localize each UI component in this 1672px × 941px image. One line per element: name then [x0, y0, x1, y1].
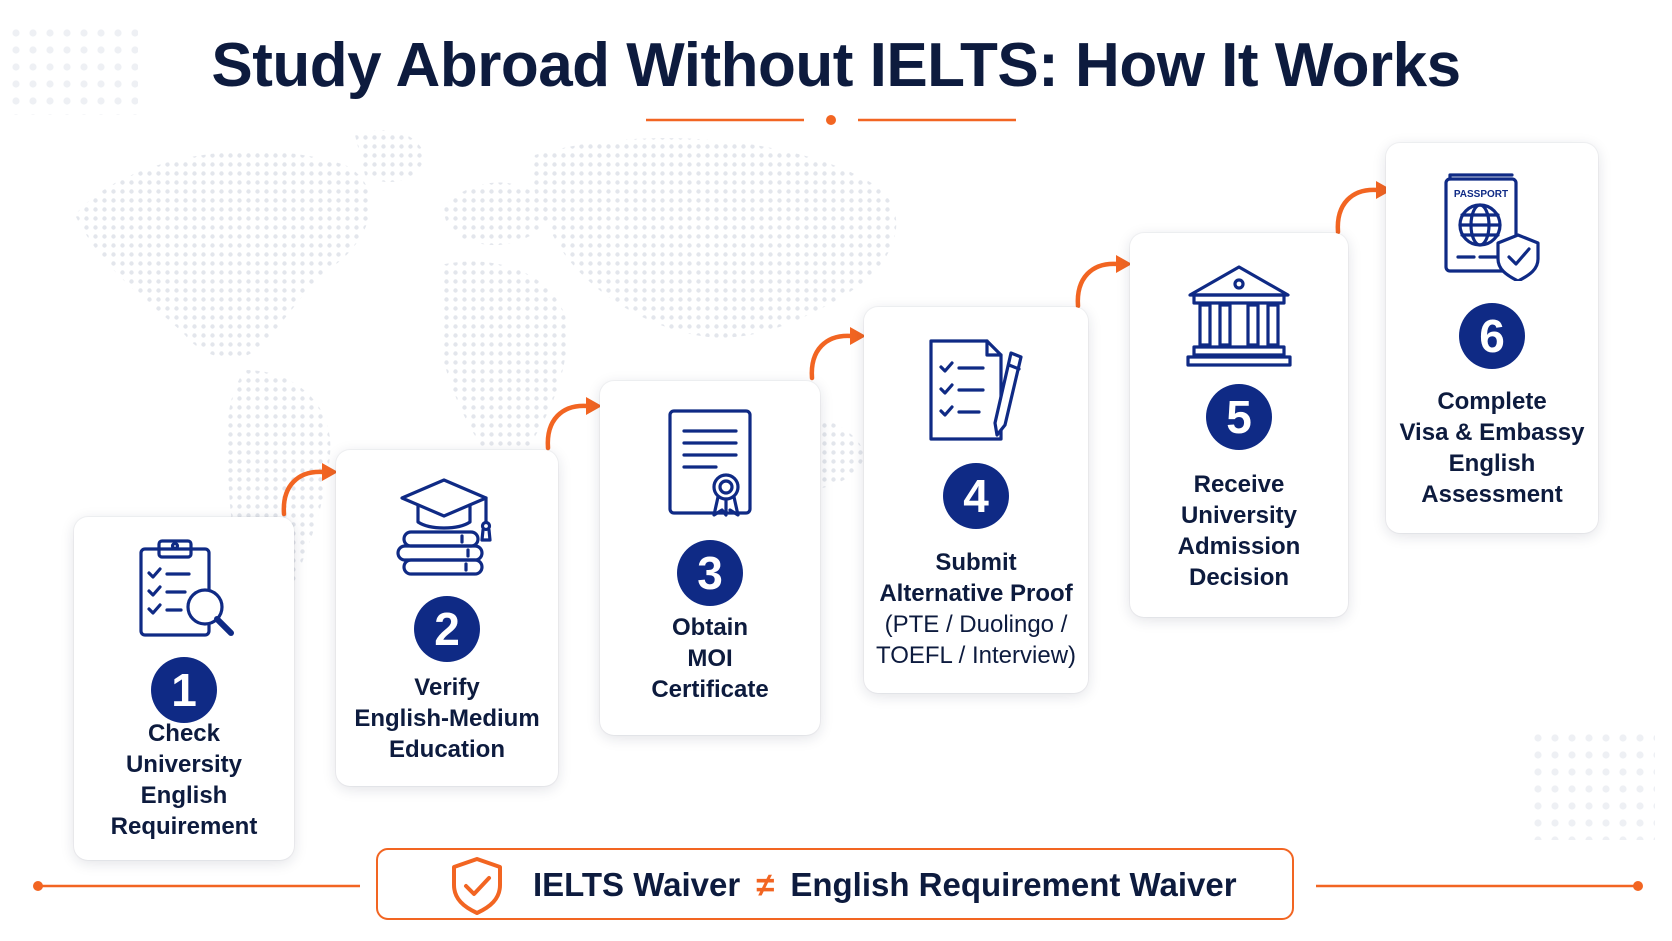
footer-divider-right	[1316, 881, 1643, 891]
step-label: Check University English Requirement	[110, 720, 258, 840]
step-arrow	[281, 463, 338, 517]
checklist-pen-icon	[929, 339, 1023, 441]
certificate-icon	[668, 409, 752, 517]
title-divider	[646, 115, 1016, 125]
step-card-4: 4 Submit Alternative Proof (PTE / Duolin…	[864, 307, 1088, 693]
passport-label: PASSPORT	[1454, 189, 1508, 200]
step-label: Receive University Admission Decision	[1177, 471, 1301, 591]
step-card-6: PASSPORT 6 Complete Visa & Embassy Engli…	[1386, 143, 1598, 533]
step-number-badge: 3	[677, 540, 743, 606]
step-number-badge: 1	[151, 657, 217, 723]
university-building-icon	[1186, 265, 1292, 367]
clipboard-search-icon	[139, 539, 234, 637]
step-number-badge: 2	[414, 596, 480, 662]
step-card-1: 1 Check University English Requirement	[74, 517, 294, 860]
step-card-2: 2 Verify English-Medium Education	[336, 450, 558, 786]
footer-divider-left	[33, 881, 360, 891]
dot-grid-decoration	[8, 25, 138, 115]
step-arrow	[1335, 181, 1392, 235]
waiver-callout: IELTS Waiver ≠ English Requirement Waiver	[376, 848, 1294, 920]
waiver-right-text: English Requirement Waiver	[790, 866, 1237, 903]
shield-check-icon	[452, 857, 502, 915]
step-number-badge: 6	[1459, 303, 1525, 369]
step-card-5: 5 Receive University Admission Decision	[1130, 233, 1348, 617]
waiver-statement: IELTS Waiver ≠ English Requirement Waiver	[533, 850, 1237, 920]
passport-shield-icon: PASSPORT	[1444, 173, 1540, 281]
page-title: Study Abroad Without IELTS: How It Works	[211, 31, 1461, 100]
step-label: Obtain MOI Certificate	[651, 614, 769, 703]
step-sublabel: (PTE / Duolingo / TOEFL / Interview)	[875, 611, 1077, 669]
dot-grid-decoration	[1530, 730, 1655, 840]
step-number-badge: 5	[1206, 384, 1272, 450]
graduation-cap-books-icon	[396, 478, 492, 576]
step-number-badge: 4	[943, 463, 1009, 529]
step-card-3: 3 Obtain MOI Certificate	[600, 381, 820, 735]
step-label: Complete Visa & Embassy English Assessme…	[1399, 388, 1585, 508]
step-arrow	[545, 397, 602, 451]
step-arrow	[1075, 255, 1132, 309]
waiver-left-text: IELTS Waiver	[533, 866, 741, 903]
not-equal-symbol: ≠	[756, 866, 775, 903]
step-label: Submit Alternative Proof	[879, 549, 1073, 607]
step-label: Verify English-Medium Education	[354, 674, 540, 763]
step-arrow	[809, 327, 866, 381]
